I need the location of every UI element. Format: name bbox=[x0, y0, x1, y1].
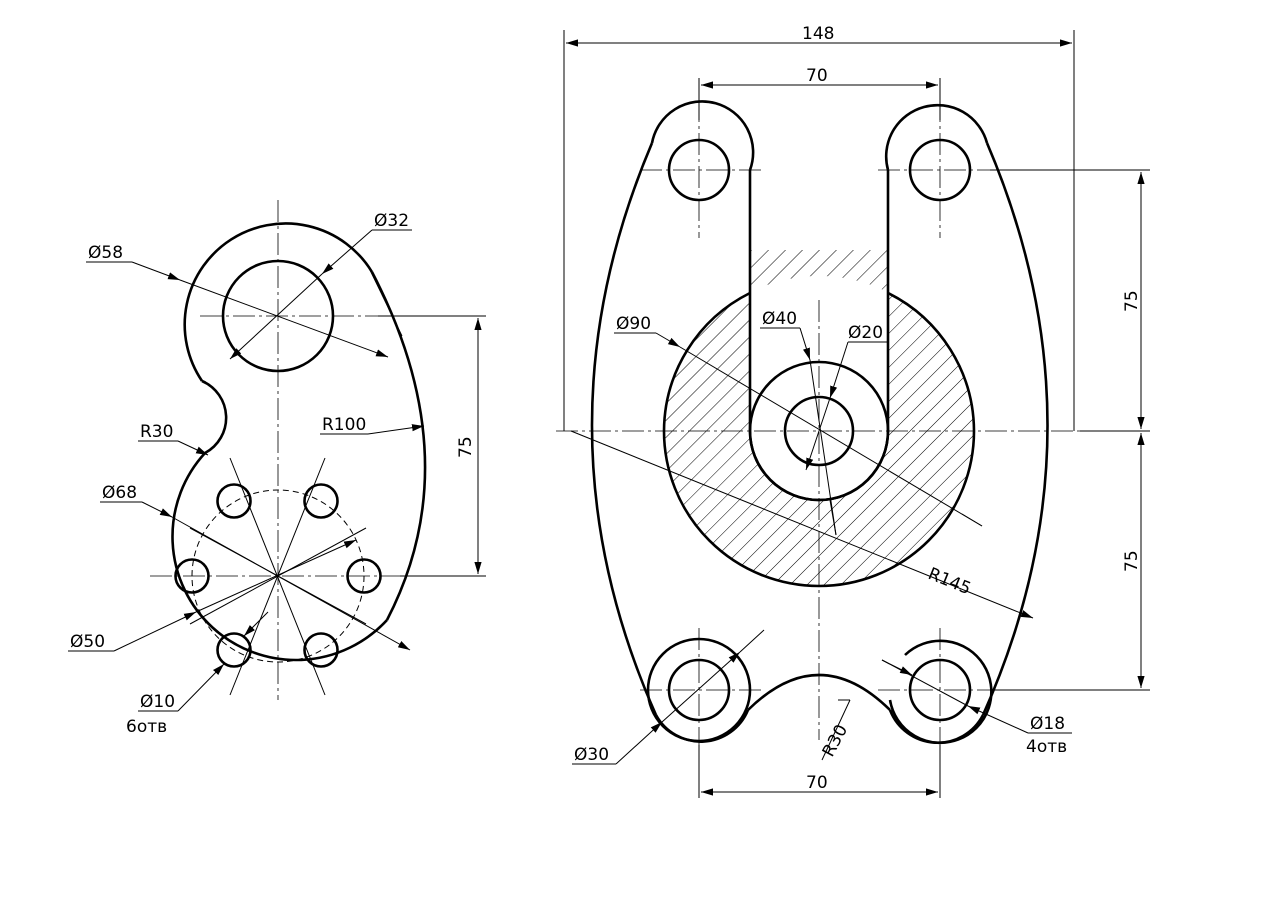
left-dimensions: Ø58 Ø32 R30 R100 Ø68 Ø50 bbox=[68, 211, 486, 737]
dim-dia-bore: Ø32 bbox=[374, 211, 409, 231]
right-outline bbox=[590, 100, 1049, 744]
top-left-hole bbox=[667, 138, 731, 202]
bolt-hole bbox=[303, 483, 339, 519]
dim-radius-waist: R30 bbox=[140, 422, 173, 442]
top-left-lug bbox=[650, 100, 755, 171]
hatched-region bbox=[664, 250, 974, 586]
dim-center-distance: 75 bbox=[456, 436, 476, 458]
dim-overall-width: 148 bbox=[802, 24, 834, 44]
left-outline bbox=[171, 222, 427, 662]
dim-dia-lug-holes: Ø18 bbox=[1030, 714, 1065, 734]
bolt-hole bbox=[174, 558, 210, 594]
waist-arc bbox=[201, 379, 228, 455]
dim-dia-boss: Ø40 bbox=[762, 309, 797, 329]
bolt-circle bbox=[191, 489, 365, 663]
hatched-boundary-left bbox=[662, 291, 976, 588]
dim-dia-flange: Ø68 bbox=[102, 483, 137, 503]
bottom-right-hole bbox=[908, 658, 972, 722]
top-right-lug bbox=[884, 103, 989, 171]
dim-upper-height: 75 bbox=[1122, 290, 1142, 312]
left-big-arc bbox=[590, 142, 658, 716]
right-circles bbox=[646, 138, 993, 745]
dim-lug-holes-count: 4отв bbox=[1026, 737, 1067, 757]
flange-outline bbox=[171, 452, 388, 662]
bolt-holes bbox=[174, 483, 382, 668]
right-part: 148 70 Ø90 Ø40 Ø20 R145 bbox=[556, 24, 1150, 798]
left-center-lines bbox=[150, 200, 485, 700]
top-right-hole bbox=[908, 138, 972, 202]
dim-dia-center-hole: Ø20 bbox=[848, 323, 883, 343]
bottom-left-lug-circle bbox=[646, 637, 752, 743]
right-big-arc bbox=[981, 142, 1049, 716]
bolt-hole bbox=[346, 558, 382, 594]
dim-lower-height: 75 bbox=[1122, 550, 1142, 572]
bottom-notch bbox=[747, 673, 891, 711]
dim-dia-hatched: Ø90 bbox=[616, 314, 651, 334]
center-hole bbox=[783, 395, 855, 467]
upper-bore bbox=[221, 259, 335, 373]
dim-radius-outer-right: R145 bbox=[925, 564, 974, 599]
outer-arc bbox=[370, 271, 427, 621]
dim-bottom-spacing: 70 bbox=[806, 773, 828, 793]
dim-dia-holes: Ø10 bbox=[140, 692, 175, 712]
left-part: Ø58 Ø32 R30 R100 Ø68 Ø50 bbox=[68, 200, 486, 737]
right-dimensions: 148 70 Ø90 Ø40 Ø20 R145 bbox=[563, 24, 1150, 798]
bolt-hole bbox=[216, 632, 252, 668]
dim-dia-lugs: Ø30 bbox=[574, 745, 609, 765]
dim-radius-notch: R30 bbox=[819, 721, 852, 760]
center-boss bbox=[748, 360, 890, 502]
bottom-left-hole bbox=[667, 658, 731, 722]
bolt-hole bbox=[303, 632, 339, 668]
bolt-hole bbox=[216, 483, 252, 519]
dim-top-slot-spacing: 70 bbox=[806, 66, 828, 86]
upper-ring-outline bbox=[183, 222, 374, 382]
dim-radius-outer: R100 bbox=[322, 415, 366, 435]
dim-dia-outer-ring: Ø58 bbox=[88, 243, 123, 263]
dim-dia-bolt-circle: Ø50 bbox=[70, 632, 105, 652]
dim-holes-count: 6отв bbox=[126, 717, 167, 737]
bottom-right-lug-circle bbox=[888, 639, 993, 745]
